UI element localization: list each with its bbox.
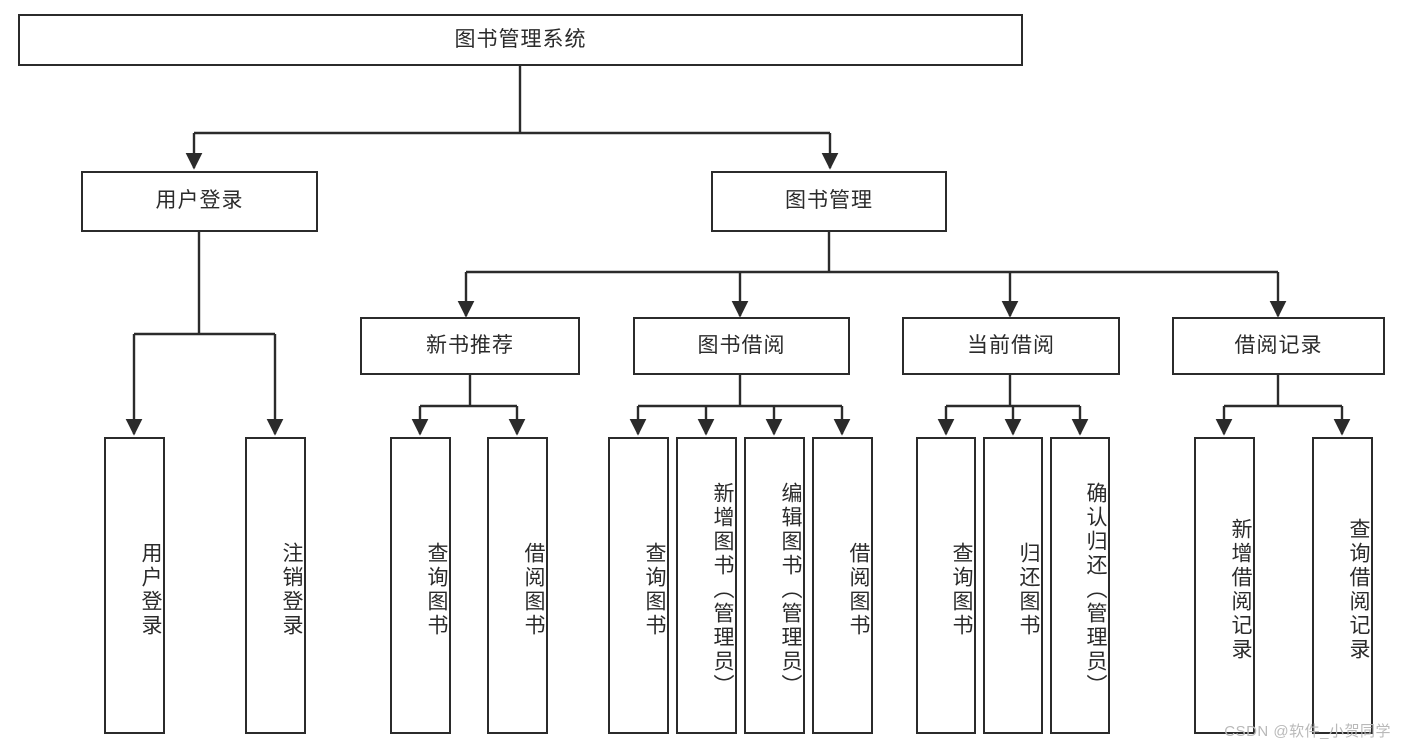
node-current-borrow[interactable]: 当前借阅 xyxy=(902,317,1120,375)
leaf-user-login-logout[interactable]: 注销登录 xyxy=(245,437,306,734)
leaf-new-book-query[interactable]: 查询图书 xyxy=(390,437,451,734)
leaf-record-query-record[interactable]: 查询借阅记录 xyxy=(1312,437,1373,734)
leaf-new-book-borrow[interactable]: 借阅图书 xyxy=(487,437,548,734)
node-root-system[interactable]: 图书管理系统 xyxy=(18,14,1023,66)
node-new-book-recommend[interactable]: 新书推荐 xyxy=(360,317,580,375)
leaf-current-confirm-return[interactable]: 确认归还（管理员） xyxy=(1050,437,1110,734)
node-user-login[interactable]: 用户登录 xyxy=(81,171,318,232)
node-book-management[interactable]: 图书管理 xyxy=(711,171,947,232)
leaf-borrow-add-book[interactable]: 新增图书（管理员） xyxy=(676,437,737,734)
leaf-current-return-book[interactable]: 归还图书 xyxy=(983,437,1043,734)
node-borrow-record[interactable]: 借阅记录 xyxy=(1172,317,1385,375)
leaf-user-login-login[interactable]: 用户登录 xyxy=(104,437,165,734)
leaf-borrow-borrow-book[interactable]: 借阅图书 xyxy=(812,437,873,734)
node-book-borrow[interactable]: 图书借阅 xyxy=(633,317,850,375)
leaf-borrow-query-book[interactable]: 查询图书 xyxy=(608,437,669,734)
leaf-record-add-record[interactable]: 新增借阅记录 xyxy=(1194,437,1255,734)
leaf-borrow-edit-book[interactable]: 编辑图书（管理员） xyxy=(744,437,805,734)
leaf-current-query-book[interactable]: 查询图书 xyxy=(916,437,976,734)
watermark: CSDN @软件_小贺同学 xyxy=(1224,723,1391,740)
